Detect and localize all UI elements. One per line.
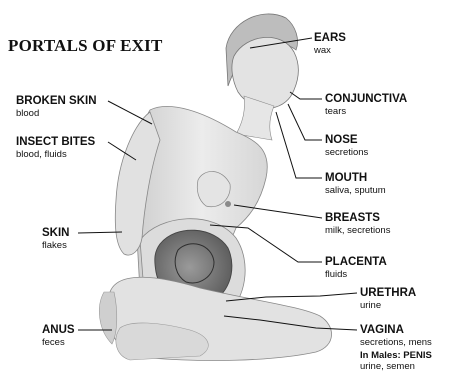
vagina-sub: secretions, mens <box>360 338 432 348</box>
males-label: In Males: PENIS urine, semen <box>360 351 432 373</box>
urethra-name: URETHRA <box>360 287 416 300</box>
mouth-sub: saliva, sputum <box>325 186 386 196</box>
nose-sub: secretions <box>325 148 368 158</box>
mouth-name: MOUTH <box>325 172 386 185</box>
insect-bites-label: INSECT BITES blood, fluids <box>16 136 95 160</box>
skin-pointer <box>78 232 122 233</box>
ears-name: EARS <box>314 32 346 45</box>
anus-name: ANUS <box>42 324 75 337</box>
broken-skin-label: BROKEN SKIN blood <box>16 95 97 119</box>
conjunctiva-sub: tears <box>325 107 407 117</box>
insect-bites-sub: blood, fluids <box>16 150 95 160</box>
ears-label: EARS wax <box>314 32 346 56</box>
ears-sub: wax <box>314 46 346 56</box>
mouth-pointer <box>276 112 322 178</box>
males-name: In Males: PENIS <box>360 351 432 361</box>
vagina-name: VAGINA <box>360 324 432 337</box>
conjunctiva-pointer <box>290 92 322 99</box>
broken-skin-sub: blood <box>16 109 97 119</box>
urethra-sub: urine <box>360 301 416 311</box>
skin-sub: flakes <box>42 241 69 251</box>
breasts-sub: milk, secretions <box>325 226 390 236</box>
placenta-label: PLACENTA fluids <box>325 256 387 280</box>
anus-label: ANUS feces <box>42 324 75 348</box>
broken-skin-name: BROKEN SKIN <box>16 95 97 108</box>
placenta-name: PLACENTA <box>325 256 387 269</box>
skin-label: SKIN flakes <box>42 227 69 251</box>
skin-name: SKIN <box>42 227 69 240</box>
mouth-label: MOUTH saliva, sputum <box>325 172 386 196</box>
conjunctiva-label: CONJUNCTIVA tears <box>325 93 407 117</box>
placenta-sub: fluids <box>325 270 387 280</box>
broken-skin-pointer <box>108 101 152 124</box>
diagram-title: PORTALS OF EXIT <box>8 36 162 56</box>
anus-sub: feces <box>42 338 75 348</box>
nose-name: NOSE <box>325 134 368 147</box>
males-sub: urine, semen <box>360 362 432 372</box>
head <box>232 37 299 108</box>
urethra-label: URETHRA urine <box>360 287 416 311</box>
conjunctiva-name: CONJUNCTIVA <box>325 93 407 106</box>
nose-pointer <box>288 104 322 140</box>
breasts-label: BREASTS milk, secretions <box>325 212 390 236</box>
insect-bites-name: INSECT BITES <box>16 136 95 149</box>
breasts-name: BREASTS <box>325 212 390 225</box>
vagina-label: VAGINA secretions, mens <box>360 324 432 348</box>
nose-label: NOSE secretions <box>325 134 368 158</box>
buttocks <box>99 292 116 344</box>
